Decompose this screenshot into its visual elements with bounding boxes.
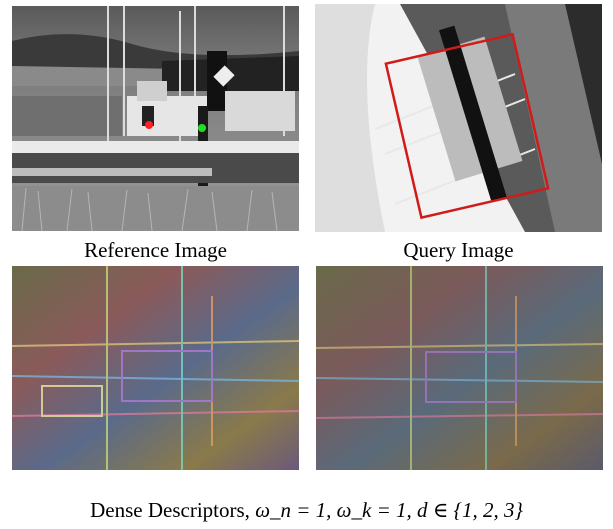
descriptor-caption: Dense Descriptors, ω_n = 1, ω_k = 1, d ∈… xyxy=(0,498,613,522)
dense-descriptor-map-reference xyxy=(12,266,299,470)
keypoint-green xyxy=(198,124,206,132)
dense-descriptor-map-query xyxy=(316,266,603,470)
match-box xyxy=(384,32,550,220)
reference-image xyxy=(12,6,299,231)
query-image xyxy=(315,4,602,232)
descriptor-caption-prefix: Dense Descriptors, xyxy=(90,498,250,522)
keypoint-red xyxy=(145,121,153,129)
query-caption: Query Image xyxy=(403,238,514,262)
descriptor-caption-params: ω_n = 1, ω_k = 1, d ∈ {1, 2, 3} xyxy=(255,498,523,522)
reference-caption: Reference Image xyxy=(84,238,227,262)
